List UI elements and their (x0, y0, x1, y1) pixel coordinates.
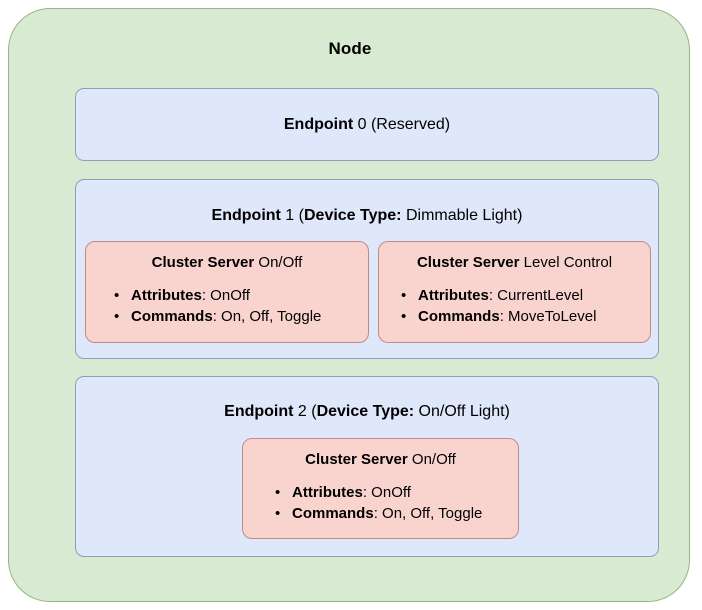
cluster-detail-list: • Attributes: OnOff • Commands: On, Off, T… (114, 285, 321, 327)
commands-label: Commands (292, 505, 374, 522)
endpoint-2-title: Endpoint 2 (Device Type: On/Off Light) (76, 403, 658, 421)
endpoint-0-box: Endpoint 0 (Reserved) (75, 88, 659, 161)
endpoint-1-device-type-value: Dimmable Light) (401, 207, 523, 224)
cluster-detail-list: • Attributes: CurrentLevel • Commands: Mov… (401, 285, 596, 327)
cluster-title: Cluster Server Level Control (379, 254, 650, 271)
bullet-icon: • (114, 308, 120, 325)
cluster-title-bold: Cluster Server (305, 451, 408, 468)
cluster-title-rest: On/Off (407, 451, 456, 468)
endpoint-2-device-type-label: Device Type: (316, 403, 415, 420)
cluster-attributes-row: • Attributes: CurrentLevel (401, 285, 596, 306)
endpoint-2-label-bold: Endpoint (224, 403, 294, 420)
commands-value: : On, Off, Toggle (212, 308, 322, 325)
endpoint-1-device-type-label: Device Type: (303, 207, 402, 224)
attributes-value: : OnOff (362, 484, 411, 501)
endpoint-1-box: Endpoint 1 (Device Type: Dimmable Light)… (75, 179, 659, 359)
attributes-label: Attributes (418, 287, 489, 304)
cluster-commands-row: • Commands: On, Off, Toggle (275, 503, 482, 524)
attributes-label: Attributes (131, 287, 202, 304)
node-title: Node (328, 39, 372, 58)
cluster-title: Cluster Server On/Off (86, 254, 368, 271)
attributes-value: : CurrentLevel (488, 287, 584, 304)
commands-value: : On, Off, Toggle (373, 505, 483, 522)
endpoint-1-title: Endpoint 1 (Device Type: Dimmable Light) (76, 207, 658, 225)
bullet-icon: • (275, 505, 281, 522)
cluster-attributes-row: • Attributes: OnOff (275, 482, 482, 503)
cluster-title-bold: Cluster Server (416, 254, 520, 271)
cluster-title: Cluster Server On/Off (243, 451, 518, 468)
commands-label: Commands (131, 308, 213, 325)
endpoint-0-label-bold: Endpoint (283, 116, 354, 133)
bullet-icon: • (401, 287, 407, 304)
cluster-commands-row: • Commands: On, Off, Toggle (114, 306, 321, 327)
endpoint-2-box: Endpoint 2 (Device Type: On/Off Light) C… (75, 376, 659, 557)
endpoint-2-label-mid: 2 ( (293, 403, 317, 420)
cluster-title-bold: Cluster Server (151, 254, 255, 271)
bullet-icon: • (275, 484, 281, 501)
endpoint-0-title: Endpoint 0 (Reserved) (76, 116, 658, 134)
commands-label: Commands (418, 308, 500, 325)
bullet-icon: • (401, 308, 407, 325)
attributes-label: Attributes (292, 484, 363, 501)
bullet-icon: • (114, 287, 120, 304)
cluster-server-onoff-box-endpoint-2: Cluster Server On/Off • Attributes: OnOff… (242, 438, 519, 539)
commands-value: : MoveToLevel (499, 308, 597, 325)
attributes-value: : OnOff (201, 287, 250, 304)
endpoint-2-device-type-value: On/Off Light) (414, 403, 510, 420)
endpoint-1-label-mid: 1 ( (280, 207, 304, 224)
cluster-commands-row: • Commands: MoveToLevel (401, 306, 596, 327)
endpoint-0-label-rest: 0 (Reserved) (353, 116, 451, 133)
node-container: Node Endpoint 0 (Reserved) Endpoint 1 (D… (8, 8, 690, 602)
cluster-title-rest: Level Control (519, 254, 613, 271)
cluster-server-level-control-box-endpoint-1: Cluster Server Level Control • Attributes… (378, 241, 651, 343)
cluster-server-onoff-box-endpoint-1: Cluster Server On/Off • Attributes: OnOff… (85, 241, 369, 343)
cluster-attributes-row: • Attributes: OnOff (114, 285, 321, 306)
endpoint-1-label-bold: Endpoint (211, 207, 281, 224)
cluster-detail-list: • Attributes: OnOff • Commands: On, Off, T… (275, 482, 482, 524)
cluster-title-rest: On/Off (254, 254, 303, 271)
